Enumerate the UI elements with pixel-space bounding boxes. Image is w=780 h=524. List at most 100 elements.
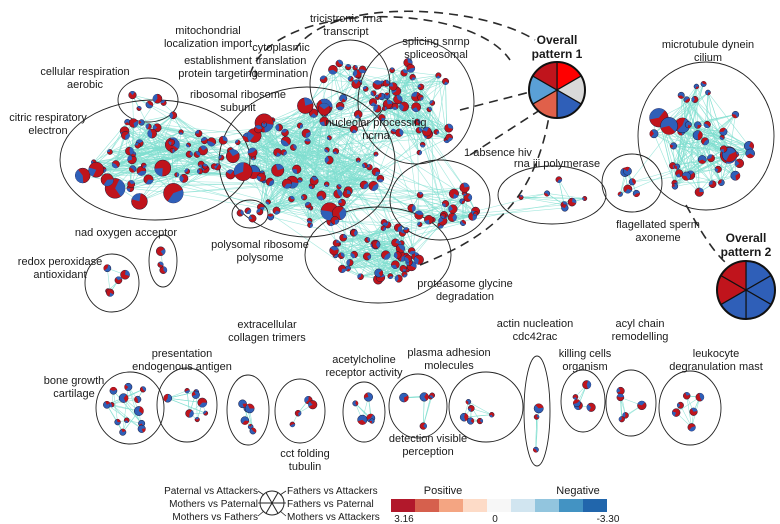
node-wedge <box>124 420 129 423</box>
edge <box>423 395 433 427</box>
network-node <box>369 418 375 424</box>
legend-mothers-vs-attackers: Mothers vs Attackers <box>287 512 380 523</box>
label-citric-l2: electron <box>28 125 67 137</box>
node-wedge <box>378 93 382 99</box>
node-wedge <box>424 393 429 401</box>
legend-fathers-vs-paternal: Fathers vs Paternal <box>287 499 374 510</box>
network-node <box>147 128 157 139</box>
edge <box>130 115 174 189</box>
network-node <box>411 102 422 113</box>
node-wedge <box>535 403 544 409</box>
edge <box>202 150 311 226</box>
node-wedge <box>116 419 121 423</box>
network-node <box>407 203 416 213</box>
node-wedge <box>350 252 356 258</box>
network-node <box>637 400 647 411</box>
node-wedge <box>141 386 146 392</box>
cluster-rna-pol <box>389 159 491 241</box>
node-wedge <box>367 254 371 260</box>
node-wedge <box>695 86 699 89</box>
node-wedge <box>167 189 184 204</box>
node-wedge <box>384 92 390 96</box>
node-wedge <box>698 159 706 164</box>
label-leukocyte-l1: leukocyte <box>693 348 739 360</box>
network-node <box>347 75 354 82</box>
node-wedge <box>305 131 311 138</box>
cluster-nad <box>148 234 178 288</box>
network-node <box>319 116 329 127</box>
network-node <box>489 412 495 418</box>
node-wedge <box>732 114 738 119</box>
network-node <box>660 117 678 135</box>
network-node <box>225 149 240 164</box>
network-node <box>693 83 700 90</box>
network-node <box>103 400 111 409</box>
network-node <box>107 149 113 155</box>
network-node <box>152 93 163 104</box>
node-wedge <box>257 175 262 182</box>
network-node <box>623 166 632 176</box>
network-node <box>692 130 703 141</box>
network-node <box>127 180 136 188</box>
node-wedge <box>235 139 239 144</box>
edge <box>397 99 473 217</box>
network-node <box>179 173 189 183</box>
label-acyl-l2: remodelling <box>612 331 669 343</box>
node-wedge <box>328 69 337 75</box>
network-node <box>326 135 332 141</box>
node-wedge <box>88 167 97 177</box>
network-node <box>399 392 409 403</box>
network-node <box>184 168 191 175</box>
node-wedge <box>429 395 434 398</box>
label-proteasome-l2: degradation <box>436 291 494 303</box>
node-wedge <box>411 92 418 97</box>
node-wedge <box>464 413 469 422</box>
node-wedge <box>414 256 419 265</box>
node-wedge <box>179 175 184 183</box>
network-node <box>136 105 142 111</box>
network-node <box>74 167 91 184</box>
node-wedge <box>304 138 311 142</box>
network-node <box>363 252 372 261</box>
network-node <box>582 380 592 390</box>
node-wedge <box>544 193 549 197</box>
node-wedge <box>415 210 424 216</box>
edge <box>686 395 692 428</box>
cluster-redox <box>84 253 140 313</box>
edge <box>680 131 687 177</box>
node-wedge <box>126 188 131 192</box>
network-node <box>416 149 422 156</box>
node-wedge <box>201 137 208 142</box>
network-node <box>350 250 358 259</box>
network-node <box>703 120 711 129</box>
network-node <box>265 199 271 205</box>
network-node <box>387 273 394 280</box>
cluster-actin <box>523 355 551 467</box>
network-node <box>373 151 379 157</box>
node-wedge <box>152 94 158 103</box>
label-cytoplasmic-l2: translation <box>256 55 307 67</box>
pattern-1-title-line-1: Overall <box>537 33 578 47</box>
label-redox-l1: redox peroxidase <box>18 256 102 268</box>
network-node <box>140 162 147 169</box>
node-wedge <box>617 393 624 398</box>
node-wedge <box>708 92 711 96</box>
network-node <box>316 190 327 201</box>
network-node <box>201 163 208 170</box>
network-node <box>419 141 426 148</box>
comparison-legend: Paternal vs Attackers Mothers vs Paterna… <box>164 486 380 523</box>
node-wedge <box>137 170 146 176</box>
label-flagellated-l1: flagellated sperm <box>616 219 700 231</box>
network-node <box>185 150 193 158</box>
edge <box>471 408 492 416</box>
node-wedge <box>105 401 111 405</box>
pattern-1-title-line-2: pattern 1 <box>532 47 583 61</box>
node-wedge <box>403 227 409 231</box>
edge <box>442 215 473 222</box>
network-node <box>407 247 416 255</box>
node-wedge <box>298 411 302 417</box>
node-wedge <box>103 179 114 187</box>
node-wedge <box>364 392 369 399</box>
network-node <box>445 133 453 142</box>
